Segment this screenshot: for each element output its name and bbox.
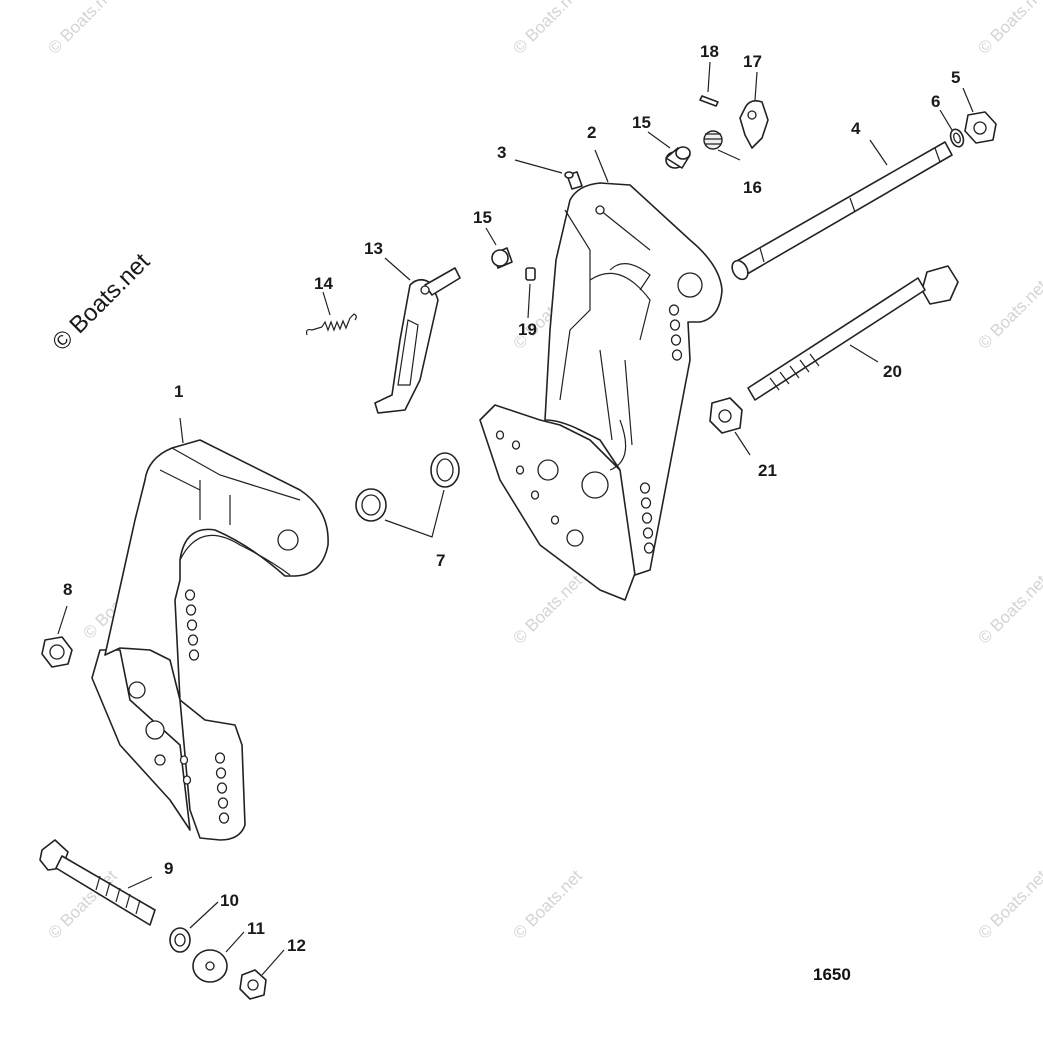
watermark-tile: © Boats.net bbox=[509, 866, 586, 943]
part-8-nut bbox=[41, 636, 73, 668]
callout-2: 2 bbox=[587, 123, 596, 142]
part-18-pin bbox=[699, 95, 719, 107]
part-9-bolt bbox=[39, 839, 156, 926]
part-5-nut bbox=[964, 111, 997, 144]
part-20-long-bolt bbox=[747, 265, 959, 401]
leader-lines bbox=[57, 61, 974, 976]
watermark-tile: © Boats.net bbox=[509, 571, 586, 648]
part-17-lock-latch bbox=[739, 100, 769, 149]
part-12-nut bbox=[239, 969, 267, 1000]
callout-20: 20 bbox=[883, 362, 902, 381]
callout-19: 19 bbox=[518, 320, 537, 339]
watermark-tile: © Boats.net bbox=[509, 0, 586, 58]
watermark-tile: © Boats.net bbox=[44, 0, 121, 58]
part-11-washer bbox=[192, 949, 228, 983]
callout-15-upper: 15 bbox=[632, 113, 651, 132]
callout-8: 8 bbox=[63, 580, 72, 599]
callout-labels: 1 2 3 4 5 6 7 8 9 10 11 12 13 14 15 15 1… bbox=[63, 42, 960, 955]
part-15-bushing-lower bbox=[491, 247, 513, 269]
callout-1: 1 bbox=[174, 382, 183, 401]
callout-6: 6 bbox=[931, 92, 940, 111]
callout-12: 12 bbox=[287, 936, 306, 955]
callout-11: 11 bbox=[247, 919, 265, 938]
watermark-main: © Boats.net bbox=[47, 248, 155, 356]
callout-15-lower: 15 bbox=[473, 208, 492, 227]
callout-10: 10 bbox=[220, 891, 239, 910]
part-6-washer bbox=[949, 128, 965, 148]
watermark-tile: © Boats.net bbox=[974, 866, 1043, 943]
part-19-plug bbox=[525, 267, 536, 281]
callout-18: 18 bbox=[700, 42, 719, 61]
part-3-grease-fitting bbox=[564, 171, 583, 190]
part-15-bushing-upper bbox=[665, 146, 691, 169]
part-16-spring bbox=[703, 130, 723, 150]
callout-7: 7 bbox=[436, 551, 445, 570]
callout-3: 3 bbox=[497, 143, 506, 162]
part-14-spring bbox=[305, 313, 357, 336]
watermark-tile: © Boats.net bbox=[974, 276, 1043, 353]
callout-4: 4 bbox=[851, 119, 861, 138]
callout-21: 21 bbox=[758, 461, 777, 480]
part-21-nut bbox=[709, 397, 743, 434]
callout-16: 16 bbox=[743, 178, 762, 197]
watermark-tile: © Boats.net bbox=[974, 0, 1043, 58]
callout-14: 14 bbox=[314, 274, 333, 293]
callout-9: 9 bbox=[164, 859, 173, 878]
part-2-clamp-bracket bbox=[479, 182, 723, 601]
part-10-washer bbox=[169, 927, 191, 953]
part-7-washers bbox=[355, 452, 460, 522]
callout-13: 13 bbox=[364, 239, 383, 258]
figure-number: 1650 bbox=[813, 965, 851, 984]
callout-5: 5 bbox=[951, 68, 960, 87]
watermark-tile: © Boats.net bbox=[974, 571, 1043, 648]
part-4-tilt-tube bbox=[731, 141, 953, 281]
callout-17: 17 bbox=[743, 52, 762, 71]
part-1-clamp-bracket bbox=[91, 439, 329, 841]
part-13-tilt-lock-lever bbox=[374, 267, 461, 414]
